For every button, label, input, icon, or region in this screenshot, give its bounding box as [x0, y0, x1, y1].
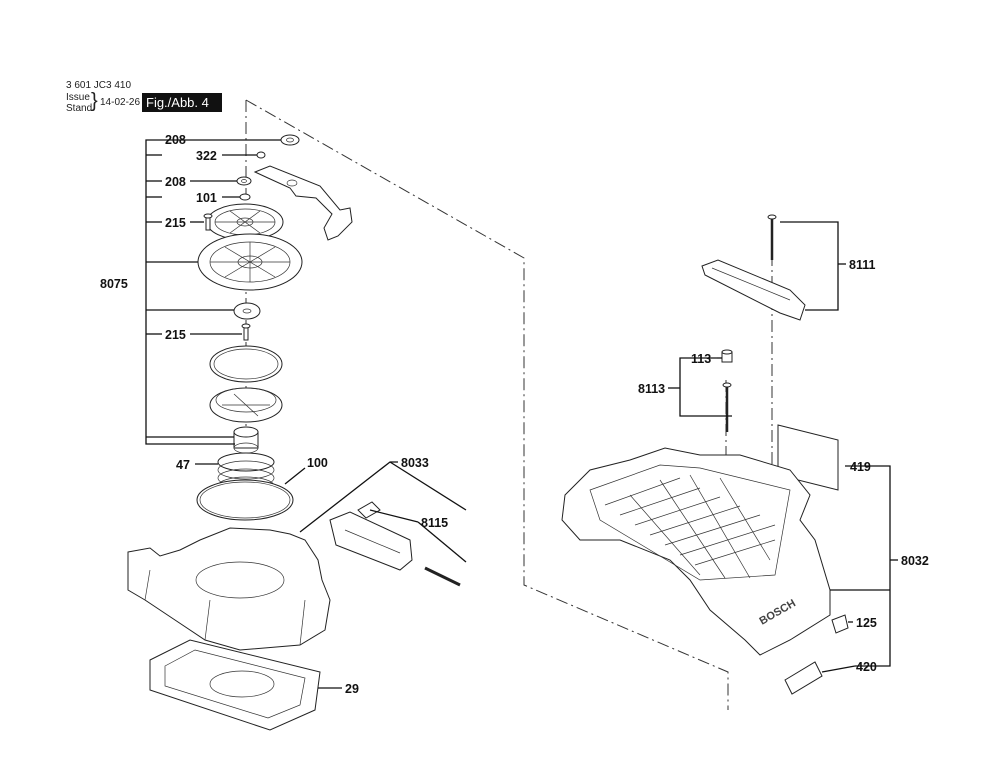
bracket-8111: [780, 221, 839, 311]
ring-101: [239, 193, 251, 201]
cap-113: [721, 349, 733, 363]
o-ring-100: [196, 479, 294, 521]
bracket-8032: [845, 465, 891, 667]
figure-tag: Fig./Abb. 4: [142, 93, 222, 112]
bearing-cup: [233, 426, 259, 454]
screw-8113: [722, 382, 732, 432]
label-8113: 8113: [638, 382, 665, 396]
handle-8111: [701, 259, 806, 321]
issue-date: 14-02-26: [100, 97, 141, 108]
clip-125: [831, 614, 849, 634]
screw-215-lower: [241, 323, 251, 341]
label-8032: 8032: [901, 554, 929, 568]
fan-housing-8075: [197, 233, 303, 291]
drawing-code: 3 601 JC3 410: [66, 80, 132, 91]
grid-pattern: [604, 474, 776, 579]
switch-8115: [329, 501, 461, 587]
label-113: 113: [691, 352, 711, 366]
label-100: 100: [307, 456, 328, 470]
issue-label: Issue: [66, 92, 90, 103]
label-101: 101: [196, 191, 217, 205]
label-215-b: 215: [165, 328, 186, 342]
base-plate-29: [149, 639, 321, 731]
lever-arm: [253, 165, 353, 241]
separator-line: [245, 99, 729, 710]
nut-322: [256, 151, 266, 159]
bracket-8113: [679, 357, 732, 417]
label-208-a: 208: [165, 133, 186, 147]
stand-label: Stand: [66, 103, 93, 114]
leader-8115: [369, 509, 419, 523]
impeller-disc: [209, 387, 283, 423]
label-125: 125: [856, 616, 877, 630]
label-208-b: 208: [165, 175, 186, 189]
screw-215-upper: [203, 213, 213, 231]
dust-cover-8032: BOSCH: [561, 447, 831, 656]
label-8033: 8033: [401, 456, 429, 470]
label-8111: 8111: [849, 258, 875, 272]
label-322: 322: [196, 149, 217, 163]
brace-glyph: }: [91, 90, 98, 112]
hub-cap: [233, 302, 261, 320]
label-8075: 8075: [100, 277, 128, 291]
motor-housing-8033: [127, 527, 331, 651]
screw-8111-long: [767, 214, 777, 260]
label-420: 420: [856, 660, 877, 674]
label-29: 29: [345, 682, 359, 696]
label-420: [784, 661, 823, 695]
washer-208-top: [280, 134, 300, 146]
bracket-8075: [145, 139, 235, 445]
seal-ring: [209, 345, 283, 383]
label-215-a: 215: [165, 216, 186, 230]
washer-208-mid: [236, 176, 252, 186]
label-419: 419: [850, 460, 871, 474]
label-47: 47: [176, 458, 190, 472]
label-8115: 8115: [421, 516, 448, 530]
